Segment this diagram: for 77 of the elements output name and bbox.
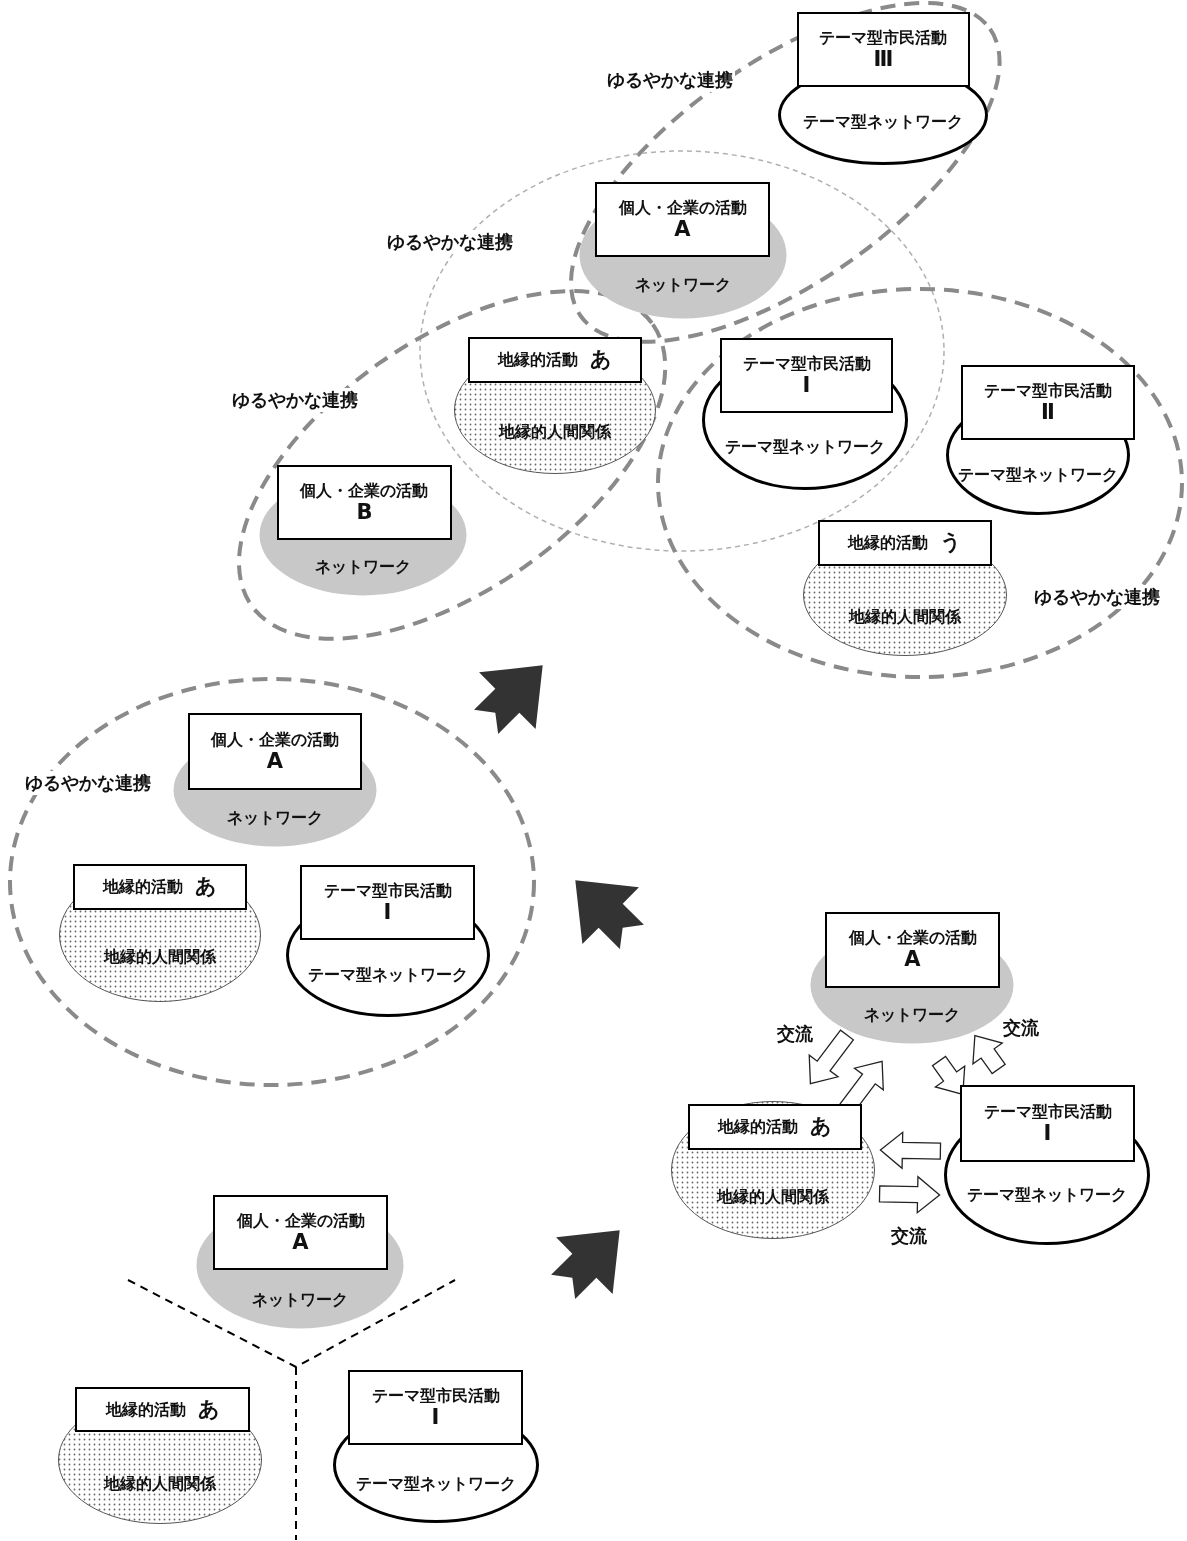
activity-title: テーマ型市民活動 (371, 1385, 500, 1406)
group-label: ゆるやかな連携 (23, 771, 153, 795)
ellipse-text: テーマ型ネットワーク (803, 111, 963, 133)
activity-mark: A (674, 217, 691, 242)
activity-network-shape (333, 1370, 539, 1523)
activity-network-shape (944, 1085, 1150, 1245)
ellipse-text: 地縁的人間関係 (717, 1186, 829, 1208)
activity-mark: A (266, 749, 284, 774)
exchange-arrow (972, 1034, 1007, 1075)
ellipse-text: 地縁的人間関係 (499, 421, 611, 443)
activity-title: 地縁的活動 (718, 1117, 798, 1137)
activity-title: テーマ型市民活動 (819, 27, 948, 48)
activity-title: 個人・企業の活動 (211, 729, 339, 750)
activity-title: 個人・企業の活動 (848, 928, 977, 949)
ellipse-text: ネットワーク (315, 556, 411, 578)
exchange-arrow (878, 1175, 941, 1214)
dashed-group-ellipse (10, 679, 534, 1085)
activity-title: 個人・企業の活動 (618, 197, 747, 218)
activity-mark: Ⅱ (1041, 400, 1055, 425)
ellipse-text: ネットワーク (227, 807, 323, 829)
group-label: ゆるやかな連携 (385, 230, 515, 254)
activity-mark: う (940, 531, 962, 555)
activity-title: 地縁的活動 (103, 877, 183, 897)
activity-title: 地縁的活動 (105, 1399, 186, 1420)
activity-title: テーマ型市民活動 (984, 380, 1112, 401)
activity-mark: あ (590, 348, 612, 372)
ellipse-text: ネットワーク (635, 274, 731, 296)
activity-mark: A (292, 1230, 309, 1255)
activity-community-shape (670, 1100, 876, 1240)
activity-mark: Ⅰ (431, 1405, 440, 1430)
ellipse-text: テーマ型ネットワーク (725, 436, 885, 458)
ellipse-text: テーマ型ネットワーク (308, 964, 468, 986)
activity-community-shape (453, 337, 657, 475)
ellipse-text: 地縁的人間関係 (104, 1473, 216, 1495)
activity-title: テーマ型市民活動 (323, 880, 452, 901)
activity-mark: あ (195, 875, 217, 899)
exchange-arrow (879, 1131, 942, 1170)
ellipse-text: テーマ型ネットワーク (356, 1473, 516, 1495)
activity-mark: Ⅰ (383, 900, 392, 925)
activity-network-shape (258, 465, 468, 597)
exchange-arrow (808, 1029, 855, 1085)
activity-mark: Ⅰ (1043, 1121, 1052, 1146)
activity-mark: Ⅰ (802, 373, 811, 398)
group-label: ゆるやかな連携 (605, 68, 735, 92)
ellipse-text: テーマ型ネットワーク (967, 1184, 1127, 1206)
ellipse-text: ネットワーク (864, 1004, 960, 1026)
activity-mark: あ (197, 1397, 220, 1422)
ellipse-text: テーマ型ネットワーク (958, 464, 1118, 486)
ellipse-text: 地縁的人間関係 (849, 606, 961, 628)
edge-label: 交流 (1003, 1015, 1039, 1040)
activity-network-shape (195, 1195, 405, 1330)
activity-mark: あ (810, 1115, 832, 1139)
group-label: ゆるやかな連携 (1032, 585, 1162, 609)
activity-network-shape (286, 865, 490, 1017)
activity-mark: B (356, 500, 373, 525)
ellipse-text: 地縁的人間関係 (104, 946, 216, 968)
edge-label: 交流 (890, 1224, 927, 1249)
activity-community-shape (58, 864, 262, 1003)
activity-community-shape (802, 520, 1008, 657)
activity-network-shape (778, 12, 988, 165)
activity-network-shape (578, 182, 788, 320)
activity-title: テーマ型市民活動 (983, 1101, 1112, 1122)
activity-network-shape (172, 713, 378, 848)
activity-network-shape (946, 365, 1135, 515)
activity-title: 地縁的活動 (848, 533, 928, 553)
exchange-arrow (931, 1055, 966, 1096)
ellipse-text: ネットワーク (252, 1289, 348, 1311)
activity-title: 地縁的活動 (498, 350, 578, 370)
activity-mark: A (904, 948, 921, 972)
activity-mark: Ⅲ (873, 47, 894, 72)
group-label: ゆるやかな連携 (230, 388, 360, 412)
activity-network-shape (702, 338, 908, 490)
activity-title: 個人・企業の活動 (300, 480, 429, 501)
activity-title: 個人・企業の活動 (236, 1210, 365, 1231)
edge-label: 交流 (777, 1022, 814, 1047)
activity-title: テーマ型市民活動 (742, 353, 871, 374)
activity-community-shape (57, 1387, 263, 1525)
